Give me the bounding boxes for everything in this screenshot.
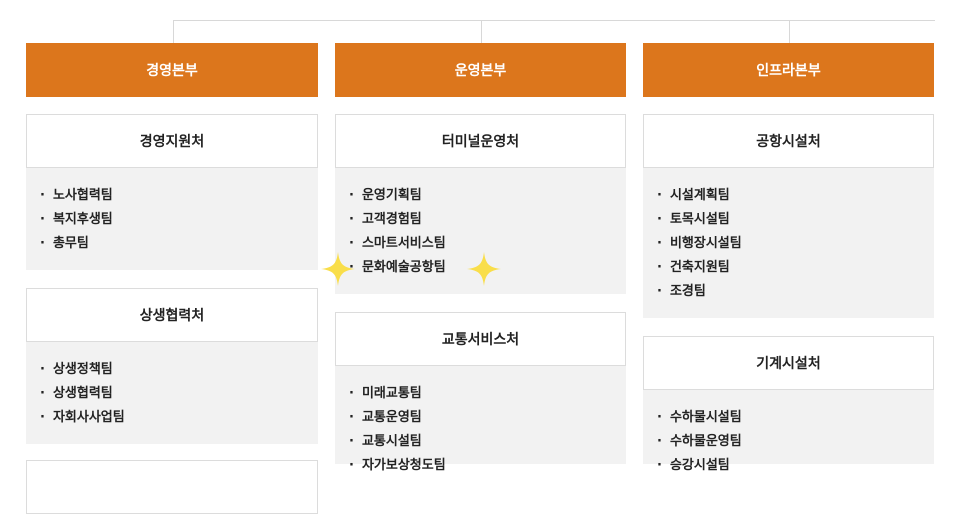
team-item: 스마트서비스팀 [349,232,626,256]
team-item: 미래교통팀 [349,382,626,406]
division-infrastructure: 인프라본부 [643,43,934,97]
dept-transport-services: 교통서비스처 [335,312,626,366]
dept-partial-next [26,460,318,514]
team-item: 교통운영팀 [349,406,626,430]
connector-center [481,20,482,43]
team-item: 총무팀 [40,232,318,256]
division-management: 경영본부 [26,43,318,97]
team-item: 교통시설팀 [349,430,626,454]
team-item: 자회사사업팀 [40,406,318,430]
team-item: 노사협력팀 [40,184,318,208]
dept-management-support: 경영지원처 [26,114,318,168]
team-list-mechanical-facilities: 수하물시설팀 수하물운영팀 승강시설팀 [643,390,934,473]
team-item-highlighted: 문화예술공항팀 [349,256,626,280]
dept-terminal-operations: 터미널운영처 [335,114,626,168]
dept-airport-facilities: 공항시설처 [643,114,934,168]
team-item: 건축지원팀 [657,256,934,280]
team-list-transport-services: 미래교통팀 교통운영팀 교통시설팀 자가보상청도팀 [335,366,626,473]
team-item: 승강시설팀 [657,454,934,478]
sparkle-icon [321,252,355,286]
team-item: 복지후생팀 [40,208,318,232]
team-item: 조경팀 [657,280,934,304]
dept-win-win-cooperation: 상생협력처 [26,288,318,342]
division-operations: 운영본부 [335,43,626,97]
team-list-airport-facilities: 시설계획팀 토목시설팀 비행장시설팀 건축지원팀 조경팀 [643,168,934,318]
team-item: 수하물시설팀 [657,406,934,430]
team-item: 운영기획팀 [349,184,626,208]
dept-mechanical-facilities: 기계시설처 [643,336,934,390]
connector-right [789,20,790,43]
team-list-management-support: 노사협력팀 복지후생팀 총무팀 [26,168,318,270]
team-item: 토목시설팀 [657,208,934,232]
team-item: 상생협력팀 [40,382,318,406]
team-item: 비행장시설팀 [657,232,934,256]
team-item: 상생정책팀 [40,358,318,382]
team-item: 수하물운영팀 [657,430,934,454]
team-item: 고객경험팀 [349,208,626,232]
team-item: 자가보상청도팀 [349,454,626,478]
team-item: 시설계획팀 [657,184,934,208]
team-list-win-win-cooperation: 상생정책팀 상생협력팀 자회사사업팀 [26,342,318,444]
connector-left [173,20,174,43]
sparkle-icon [467,252,501,286]
connector-horizontal [173,20,935,21]
